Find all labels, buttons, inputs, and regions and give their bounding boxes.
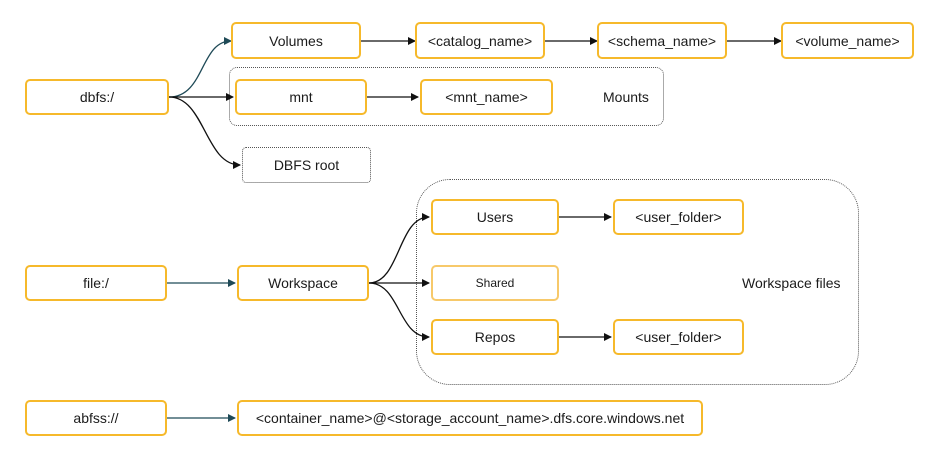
workspace-files-group bbox=[416, 179, 859, 385]
node-dbfs: dbfs:/ bbox=[25, 79, 169, 115]
node-repos-folder: <user_folder> bbox=[613, 319, 744, 355]
node-container: <container_name>@<storage_account_name>.… bbox=[237, 400, 703, 436]
node-volumes: Volumes bbox=[231, 22, 361, 59]
node-dbfs-root: DBFS root bbox=[242, 147, 371, 183]
node-users-folder: <user_folder> bbox=[613, 199, 744, 235]
node-file: file:/ bbox=[25, 265, 167, 301]
node-mnt: mnt bbox=[235, 79, 367, 115]
label-workspace-files: Workspace files bbox=[742, 275, 841, 291]
edge-workspace-users bbox=[368, 213, 430, 284]
node-volume-name: <volume_name> bbox=[781, 22, 914, 59]
node-users: Users bbox=[431, 199, 559, 235]
node-mnt-name: <mnt_name> bbox=[420, 79, 553, 115]
node-abfss: abfss:// bbox=[25, 400, 167, 436]
edge-dbfs-root bbox=[168, 96, 241, 169]
label-mounts: Mounts bbox=[603, 89, 649, 105]
node-repos: Repos bbox=[431, 319, 559, 355]
node-schema-name: <schema_name> bbox=[597, 22, 727, 59]
edge-dbfs-volumes bbox=[168, 37, 232, 98]
node-workspace: Workspace bbox=[237, 265, 369, 301]
node-catalog-name: <catalog_name> bbox=[415, 22, 545, 59]
edge-workspace-repos bbox=[368, 282, 430, 341]
node-shared: Shared bbox=[431, 265, 559, 301]
